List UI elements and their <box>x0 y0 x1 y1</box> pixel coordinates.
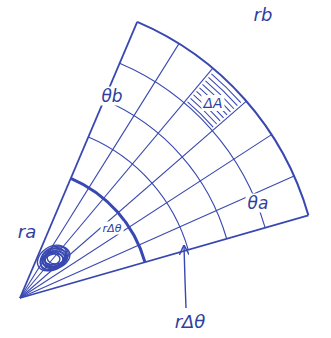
arc-length-label: rΔθ <box>101 222 124 235</box>
arc-lines <box>71 22 309 262</box>
angle-label: θa <box>246 194 271 213</box>
arc-length-label: rΔθ <box>173 312 208 332</box>
area-label: ΔA <box>201 95 224 111</box>
leader-arrow <box>184 246 186 308</box>
radius-label: rb <box>252 5 275 25</box>
radius-label: ra <box>16 222 38 242</box>
angle-label: θb <box>99 87 124 106</box>
radial-lines <box>20 22 308 298</box>
shaded-area-element <box>188 74 241 127</box>
scribble-mark <box>33 240 74 276</box>
